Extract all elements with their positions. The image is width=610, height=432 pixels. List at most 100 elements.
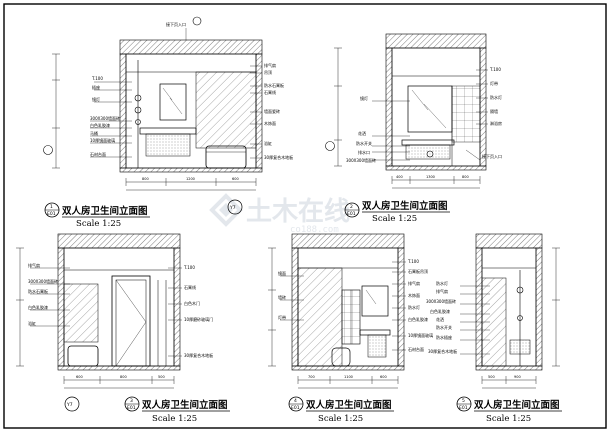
label: 排气扇 [436,288,448,294]
left-wall [291,247,299,367]
grid-tag: Y7 [66,402,73,408]
ceiling-slab [385,33,487,49]
tiled-wall [451,85,481,143]
dim-value: 1200 [186,177,195,181]
label: 防水开关 [356,140,372,146]
marker-number: 3 [130,398,133,404]
view-caption: 4 E01 双人房卫生间立面图 Scale 1:25 [288,396,394,424]
label: 排气扇 [28,262,40,268]
grid-tag-circle [64,396,80,412]
label: 白色乳胶漆 [408,316,428,322]
label: 镜灯 [92,96,100,102]
left-wall [385,47,393,167]
dim-value: 900 [514,375,521,379]
view-title: 双人房卫生间立面图 [305,399,392,411]
floor-slab [475,365,543,371]
dimension-chain: 800 1200 600 [125,177,257,191]
label: 防水开关 [436,324,452,330]
right-labels: T.100 石膏板吊顶 排气扇 木饰面 防水灯 白色乳胶漆 10厚镜面玻璃 石材… [392,259,433,352]
view-title: 双人房卫生间立面图 [473,399,560,411]
grid-tag: Y7 [229,205,236,211]
dimension-chain: 400 1300 800 [391,175,481,189]
label: 10厚镜面玻璃 [90,137,115,143]
dim-value: 700 [308,375,315,379]
vanity-counter [401,139,455,146]
label: 排气扇 [408,280,420,286]
vanity-counter [139,127,197,135]
view-caption: 3 E01 双人房卫生间立面图 Scale 1:25 [124,396,230,424]
label: 隔墙 [490,108,498,114]
left-labels: 防水灯 排气扇 300X300墙面砖 白色乳胶漆 花洒 防水开关 防水插座 30… [426,280,490,355]
label: 镜面 [278,270,286,276]
left-wall [475,247,483,367]
label: 30厚复合木地板 [428,348,457,354]
label: 木饰面 [264,120,276,126]
elevation-view-2: 镜灯 花洒 防水开关 排水口 300X300墙面砖 T.100 灯带 防水灯 隔… [325,33,502,224]
label: 镜灯 [360,95,368,101]
elevation-view-4: 镜面 墙砖 灯带 T.100 石膏板吊顶 排气扇 木饰面 防水灯 白色乳胶漆 1… [268,233,433,424]
label: 30厚复合木地板 [264,154,293,160]
dimension-chain: 600 800 500 [63,375,175,389]
dim-value: 600 [380,375,387,379]
label: 白色乳胶漆 [430,308,450,314]
label: 石材台面 [90,151,106,157]
dim-value: 500 [488,375,495,379]
mirror [159,83,187,121]
marker-number: 5 [462,398,465,404]
door-leaf [115,279,147,367]
right-labels: T.100 石膏线 白色木门 10厚磨砂玻璃门 30厚复合木地板 [168,265,213,358]
right-labels: T.100 灯带 防水灯 隔墙 淋浴房 [476,67,502,126]
dim-value: 1300 [426,175,435,179]
view-scale: Scale 1:25 [318,414,363,424]
tiled-wall [297,267,343,367]
floor-slab [119,167,263,173]
view-caption: 1 E01 双人房卫生间立面图 Scale 1:25 [44,202,150,229]
dim-value: 800 [120,375,127,379]
label: 排水口 [358,149,370,155]
tiled-wall [195,71,257,149]
left-labels: T.100 插座 镜灯 300X300墙面砖 白色乳胶漆 马桶 10厚镜面玻璃 … [90,76,132,158]
bathtub [205,145,247,169]
diamond-logo-icon [209,193,243,227]
label: 10厚镜面玻璃 [408,332,433,338]
label: 防水石膏板 [28,288,48,294]
view-scale: Scale 1:25 [76,219,121,229]
label: T.100 [489,67,501,72]
label: 花洒 [358,130,366,136]
label: 300X300墙面砖 [90,115,120,121]
mirror [361,285,389,317]
right-wall [535,247,543,367]
label: 花洒 [436,316,444,322]
view-scale: Scale 1:25 [372,214,417,224]
label: 石膏板吊顶 [408,268,428,274]
elevation-view-3: 排气扇 300X300墙面砖 防水石膏板 白色乳胶漆 浴缸 T.100 石膏线 … [16,233,230,424]
label: 石膏线 [184,284,196,290]
door-frame [111,275,151,367]
label: 300X300墙面砖 [346,157,376,163]
view-scale: Scale 1:25 [152,414,197,424]
label: 灯带 [490,80,498,86]
label: T.100 [407,259,419,264]
label: 排气扇 [264,62,276,68]
marker-sheet: E01 [459,405,468,411]
label: 白色乳胶漆 [28,304,48,310]
label: 石材台面 [408,346,424,352]
label: 墙砖 [278,294,286,300]
watermark: 土木在线 co188.com [209,193,350,235]
marker-number: 2 [350,204,353,210]
elevation-view-5: 防水灯 排气扇 300X300墙面砖 白色乳胶漆 花洒 防水开关 防水插座 30… [426,233,562,424]
label: 吊顶 [264,70,272,75]
view-title: 双人房卫生间立面图 [361,200,448,212]
right-wall [479,47,487,167]
ceiling-slab [291,233,405,249]
marker-number: 4 [294,398,297,404]
dimension-chain: 500 900 [481,375,537,389]
dim-value: 1100 [344,375,353,379]
grid-tag-circle [227,199,243,215]
dim-value: 800 [462,175,469,179]
view-title: 双人房卫生间立面图 [61,205,148,217]
marker-number: 1 [50,204,53,210]
dim-value: 800 [142,177,149,181]
marker-sheet: E01 [291,405,300,411]
view-title: 双人房卫生间立面图 [141,399,228,411]
